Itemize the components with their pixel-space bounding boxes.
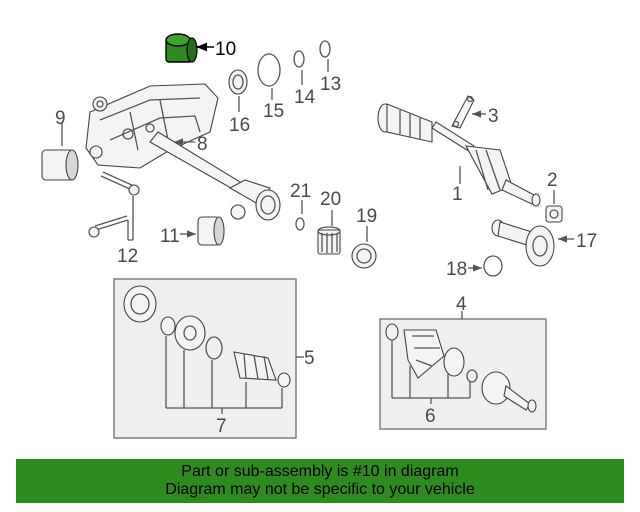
part-20-bearing bbox=[317, 226, 341, 255]
callout-15: 15 bbox=[263, 101, 284, 122]
callout-14: 14 bbox=[294, 87, 316, 108]
callout-19: 19 bbox=[356, 206, 377, 227]
callout-6: 6 bbox=[425, 406, 436, 427]
callout-18: 18 bbox=[446, 259, 467, 280]
part-3-bracket bbox=[451, 95, 475, 129]
part-19-seal bbox=[351, 243, 377, 269]
callout-8: 8 bbox=[197, 134, 208, 155]
callout-10: 10 bbox=[215, 39, 236, 60]
callout-2: 2 bbox=[547, 170, 558, 191]
part-8-differential bbox=[85, 83, 281, 221]
callout-3: 3 bbox=[488, 106, 499, 127]
part-14-ring bbox=[293, 50, 305, 68]
part-12-bolts bbox=[88, 171, 140, 238]
part-17-flange bbox=[491, 219, 555, 267]
callout-13: 13 bbox=[320, 74, 341, 95]
callout-12: 12 bbox=[117, 246, 138, 267]
banner-line-1: Part or sub-assembly is #10 in diagram bbox=[181, 463, 459, 480]
part-18-ring bbox=[483, 255, 503, 277]
callout-17: 17 bbox=[576, 231, 597, 252]
callout-5: 5 bbox=[304, 348, 315, 369]
part-11-bushing bbox=[197, 216, 225, 246]
part-13-ring bbox=[319, 40, 331, 58]
info-banner: Part or sub-assembly is #10 in diagram D… bbox=[16, 459, 624, 503]
banner-line-2: Diagram may not be specific to your vehi… bbox=[165, 481, 475, 498]
part-15-o-ring bbox=[257, 53, 281, 87]
callout-7: 7 bbox=[216, 416, 227, 437]
callout-11: 11 bbox=[160, 226, 180, 247]
callout-1: 1 bbox=[452, 184, 463, 205]
callout-9: 9 bbox=[55, 108, 66, 129]
part-1-axle-shaft bbox=[377, 103, 541, 207]
callout-20: 20 bbox=[320, 189, 341, 210]
part-21-clip bbox=[295, 217, 305, 231]
part-10-bushing[interactable] bbox=[165, 33, 198, 63]
parts-diagram: 10 16 15 14 13 9 8 bbox=[41, 33, 597, 439]
part-2-nut bbox=[545, 205, 563, 223]
kit-5-parts bbox=[123, 285, 291, 388]
part-16-seal bbox=[228, 69, 248, 95]
callout-21: 21 bbox=[290, 181, 311, 202]
part-9-bushing bbox=[41, 149, 79, 181]
callout-4: 4 bbox=[456, 294, 467, 315]
kit-4-parts bbox=[385, 323, 537, 413]
callout-16: 16 bbox=[229, 115, 250, 136]
